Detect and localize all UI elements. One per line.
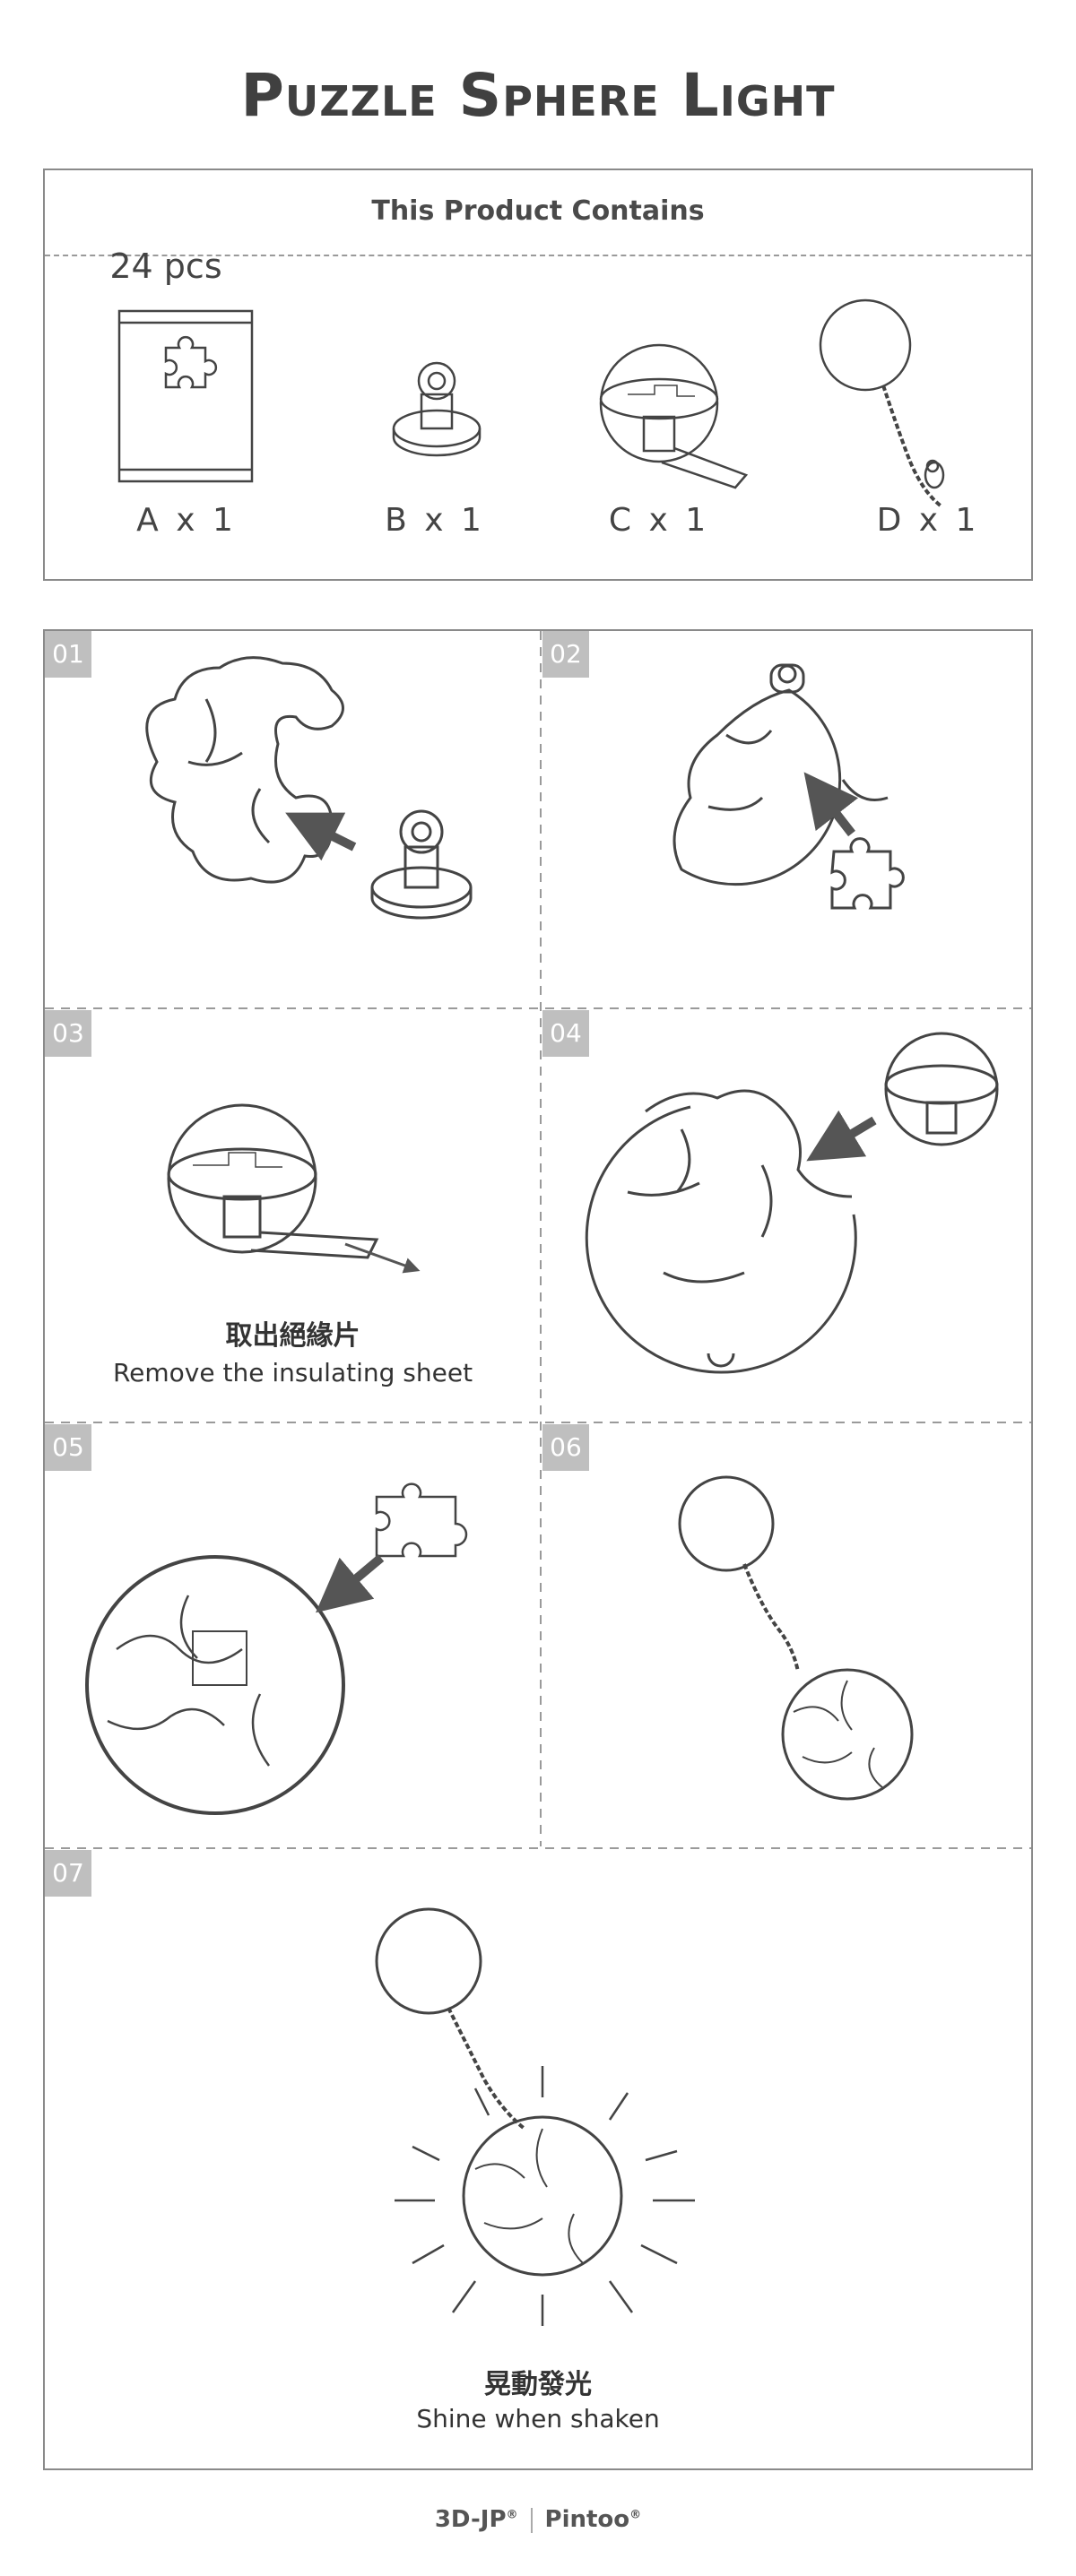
page-title: Puzzle Sphere Light [240,61,836,130]
arrow-icon [285,812,357,861]
product-contents-box: This Product Contains [43,169,1033,581]
step-06-number: 06 [542,1424,589,1471]
pin-connector-icon [392,361,482,457]
part-b-label: B x 1 [385,502,485,539]
assembly-steps-box [43,629,1033,2470]
arrow-icon [316,1554,385,1613]
registered-mark: ® [629,2508,642,2522]
light-capsule-icon [599,343,749,489]
part-a-label: A x 1 [136,502,237,539]
arrow-icon [344,1242,421,1274]
step-02-number: 02 [542,631,589,678]
step-07-number: 07 [45,1850,91,1897]
step-07-caption-en: Shine when shaken [416,2404,660,2433]
step-04-illustration [585,1032,999,1374]
brand-pintoo: Pintoo [544,2506,630,2533]
step-07-illustration [375,1907,623,2277]
divider [530,2507,533,2533]
step-03-illustration [167,1103,379,1259]
step-03-caption-cn: 取出絕緣片 [225,1320,360,1352]
arrow-icon [806,1110,877,1162]
part-c-label: C x 1 [608,502,710,539]
pieces-count: 24 pcs [109,246,222,286]
puzzle-pack-icon [117,309,254,483]
step-06-illustration [678,1475,914,1801]
step-05-illustration [85,1482,468,1815]
step-04-number: 04 [542,1010,589,1057]
brand-logo: 3D-JP®Pintoo® [0,2506,1076,2533]
part-d-label: D x 1 [876,502,980,539]
step-03-number: 03 [45,1010,91,1057]
step-01-number: 01 [45,631,91,678]
arrow-icon [803,772,859,837]
step-03-caption-en: Remove the insulating sheet [112,1358,473,1387]
keychain-icon [819,298,945,508]
registered-mark: ® [506,2508,518,2522]
brand-3djp: 3D-JP [434,2506,507,2533]
step-07-caption-cn: 晃動發光 [484,2369,592,2400]
contents-heading: This Product Contains [371,195,705,227]
step-01-illustration [145,656,473,920]
step-05-number: 05 [45,1424,91,1471]
divider [45,255,1031,256]
shine-rays-icon [395,2066,695,2326]
